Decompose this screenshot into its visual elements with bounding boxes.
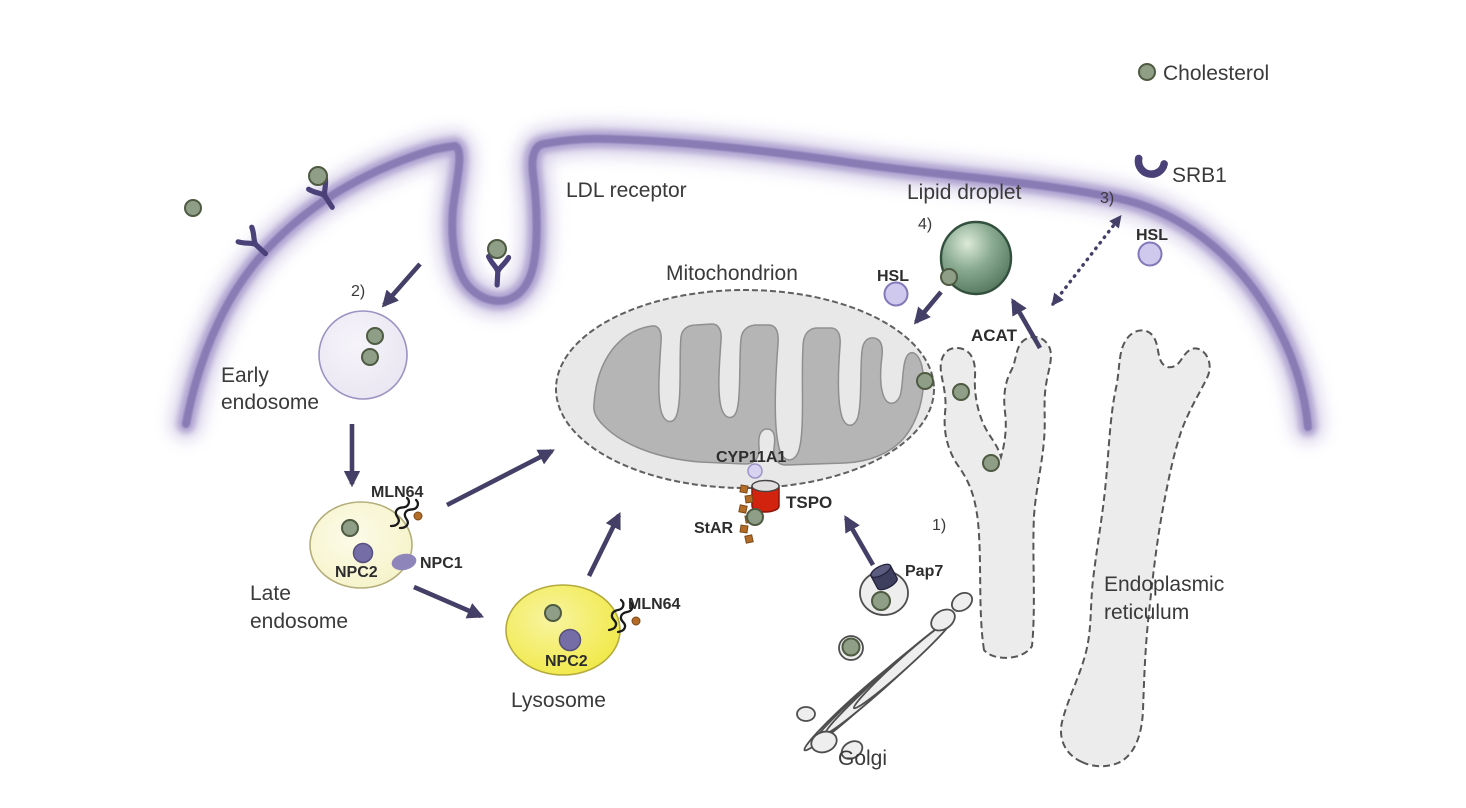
arrow-acat-to-lipid-droplet xyxy=(1011,298,1042,350)
srb1-label: SRB1 xyxy=(1172,164,1227,187)
early-endosome-label-line1: Early xyxy=(221,364,269,387)
cholesterol-dot xyxy=(366,327,384,345)
mln64-late-label: MLN64 xyxy=(371,484,424,501)
golgi-bulb xyxy=(950,592,974,612)
lysosome-shape xyxy=(505,584,621,676)
late-endosome-label-line1: Late xyxy=(250,582,291,605)
cholesterol-dot xyxy=(940,268,958,286)
acat-label: ACAT xyxy=(971,326,1018,345)
arrow-late-endosome-to-mitochondrion xyxy=(445,448,555,508)
er-label-line1: Endoplasmic xyxy=(1104,573,1224,596)
step-3-label: 3) xyxy=(1100,190,1114,207)
step-4-label: 4) xyxy=(918,216,932,233)
tspo-label: TSPO xyxy=(786,493,832,512)
cholesterol-dot xyxy=(184,199,202,217)
mitochondrion-label: Mitochondrion xyxy=(666,262,798,285)
cholesterol-dot xyxy=(308,166,328,186)
cholesterol-dot xyxy=(746,508,764,526)
golgi-bulb xyxy=(796,706,816,722)
cholesterol-molecules xyxy=(184,63,1156,657)
arrow-pap7-to-tspo xyxy=(844,515,875,567)
er-left-lobe xyxy=(939,335,1052,659)
npc2-protein-lysosome xyxy=(558,628,582,652)
hsl-left-label: HSL xyxy=(877,268,909,285)
late-endosome-label-line2: endosome xyxy=(250,610,348,633)
mln64-sterol-dot xyxy=(413,511,423,521)
mln64-sterol-dot xyxy=(631,616,641,626)
pap7-protein-icon xyxy=(870,563,898,591)
tspo-channel-icon xyxy=(751,479,780,513)
cholesterol-dot xyxy=(361,348,379,366)
cholesterol-dot xyxy=(841,637,861,657)
arrow-lysosome-to-mitochondrion xyxy=(586,512,622,578)
golgi-bulb xyxy=(810,730,838,754)
cholesterol-dot xyxy=(952,383,970,401)
cholesterol-dot xyxy=(544,604,562,622)
cholesterol-dot xyxy=(487,239,507,259)
labels: Cholesterol LDL receptor SRB1 3) HSL Lip… xyxy=(221,62,1269,770)
cholesterol-dot xyxy=(871,591,891,611)
hsl-right-label: HSL xyxy=(1136,227,1168,244)
endoplasmic-reticulum-shape xyxy=(939,329,1211,768)
npc2-late-label: NPC2 xyxy=(335,564,378,581)
early-endosome-label-line2: endosome xyxy=(221,391,319,414)
cholesterol-dot xyxy=(341,519,359,537)
golgi-bulb xyxy=(930,608,956,632)
ldl-receptor-label: LDL receptor xyxy=(566,179,687,202)
npc1-label: NPC1 xyxy=(420,555,463,572)
star-label: StAR xyxy=(694,520,734,537)
er-label-line2: reticulum xyxy=(1104,601,1189,624)
mitochondrion-cristae xyxy=(593,323,925,466)
golgi-bulb xyxy=(840,740,864,760)
npc1-protein xyxy=(391,553,417,571)
golgi-label: Golgi xyxy=(838,747,887,770)
mln64-lysosome-label: MLN64 xyxy=(628,596,681,613)
cholesterol-legend-dot xyxy=(1138,63,1156,81)
hsl-protein-left xyxy=(883,281,909,307)
lipid-droplet-label: Lipid droplet xyxy=(907,181,1022,204)
npc2-protein-late-endosome xyxy=(352,542,374,564)
srb1-receptor-icon xyxy=(1134,154,1168,178)
step-2-label: 2) xyxy=(351,283,365,300)
arrow-late-endosome-to-lysosome xyxy=(413,584,485,619)
legend-cholesterol-label: Cholesterol xyxy=(1163,62,1269,85)
hsl-protein-right xyxy=(1137,241,1163,267)
cholesterol-dot xyxy=(916,372,934,390)
cyp11a1-protein-icon xyxy=(747,463,763,479)
protein-shapes xyxy=(238,154,1168,652)
lipid-droplet-shape xyxy=(939,220,1013,296)
npc2-lysosome-label: NPC2 xyxy=(545,653,588,670)
lysosome-label: Lysosome xyxy=(511,689,606,712)
cyp11a1-label: CYP11A1 xyxy=(716,449,786,466)
arrow-endocytosis-to-early-endosome xyxy=(381,262,422,308)
pathway-arrows xyxy=(343,215,1122,619)
er-right-lobe xyxy=(1060,329,1211,768)
ldl-receptor-icon xyxy=(487,256,508,285)
arrow-lipid-droplet-to-mitochondrion xyxy=(913,290,943,325)
arrow-dotted-membrane-exchange xyxy=(1051,215,1122,306)
step-1-label: 1) xyxy=(932,517,946,534)
cholesterol-dot xyxy=(982,454,1000,472)
pap7-label: Pap7 xyxy=(905,563,943,580)
mitochondrion-shape xyxy=(555,289,935,489)
